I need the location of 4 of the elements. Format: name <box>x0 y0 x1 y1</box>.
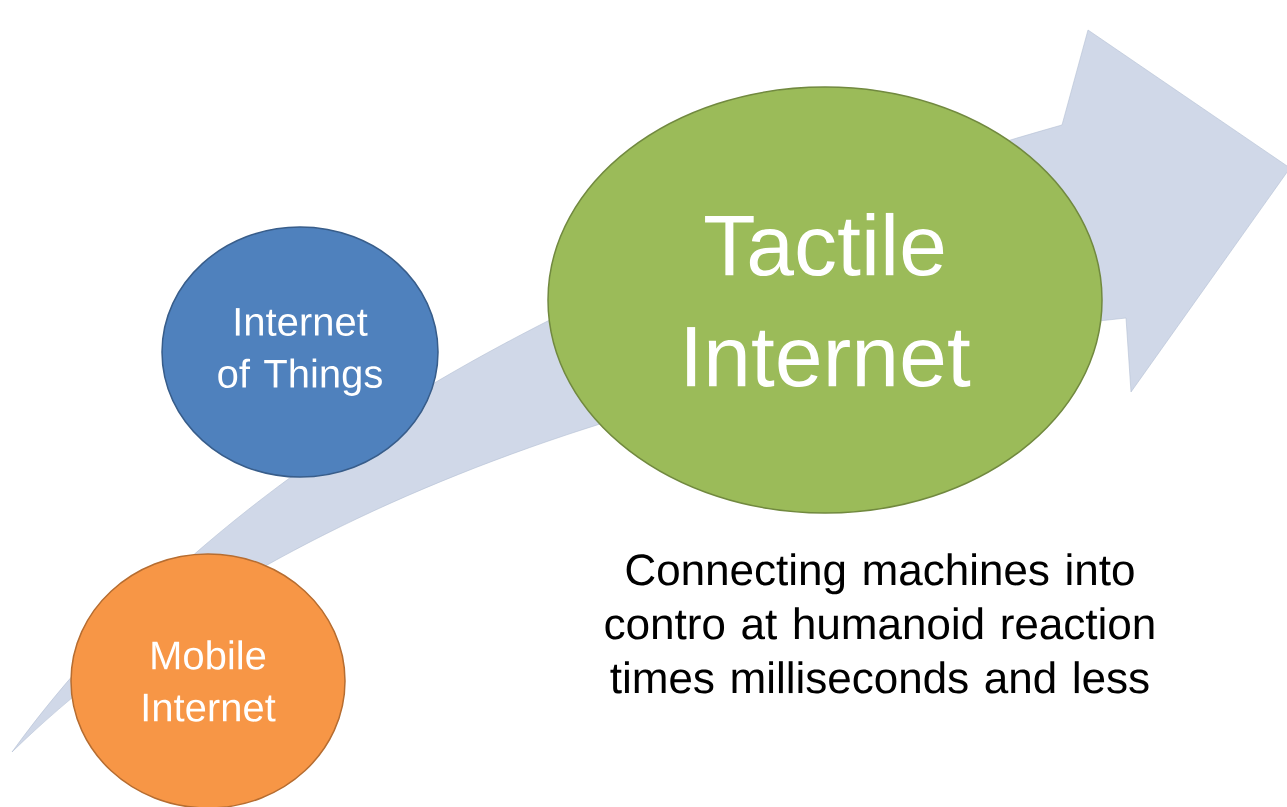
circle-node: Tactile Internet <box>547 86 1103 514</box>
circle-node: Internet of Things <box>161 226 439 478</box>
caption-text: Connecting machines into contro at humanoid reaction times milliseconds and less <box>605 553 1154 694</box>
circle-node: Mobile Internet <box>70 553 346 807</box>
